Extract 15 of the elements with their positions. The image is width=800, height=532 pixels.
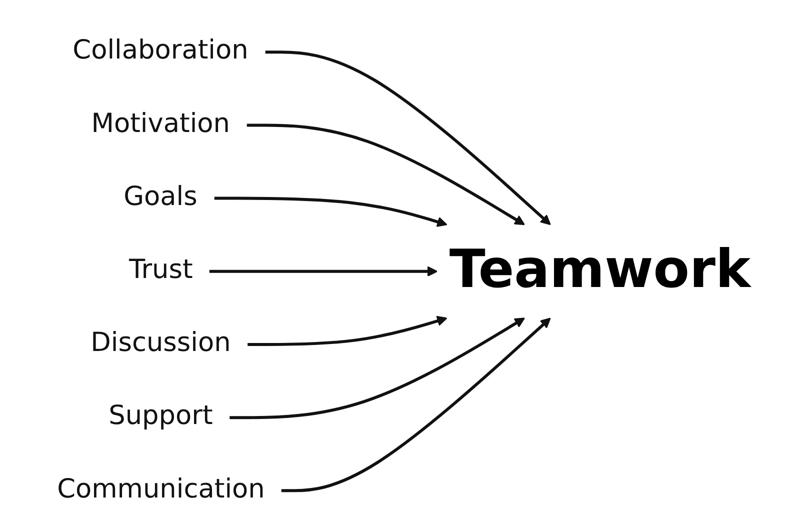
arrow (230, 318, 525, 420)
arrow (214, 196, 448, 227)
node-text: Motivation (91, 109, 230, 139)
arrow (246, 124, 525, 226)
node-text: Trust (128, 255, 193, 286)
node-text: Teamwork (449, 239, 751, 300)
arrow (209, 266, 438, 277)
node-text: Goals (124, 182, 198, 212)
arrow (248, 316, 448, 346)
node-text: Discussion (90, 328, 231, 358)
node-text: Support (108, 401, 213, 432)
arrow (281, 318, 551, 492)
node-text: Communication (57, 474, 265, 504)
arrow (265, 50, 551, 226)
node-text: Collaboration (72, 36, 248, 66)
